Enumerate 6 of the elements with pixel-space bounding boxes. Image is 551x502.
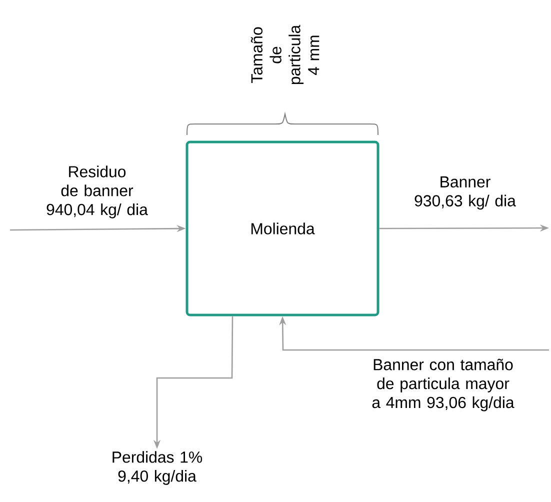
process-box: Molienda [186,140,380,316]
output-text: Perdidas 1% 9,40 kg/dia [112,451,202,485]
edge-label: Residuo de banner 940,04 kg/ dia [41,164,153,220]
dimension-label: Tamaño de particula 4 mm [250,24,320,84]
edge-label: Banner 930,63 kg/ dia [412,175,518,211]
edge-label: Banner con tamaño de particula mayor a 4mm 93,06 kg/dia [366,358,520,412]
